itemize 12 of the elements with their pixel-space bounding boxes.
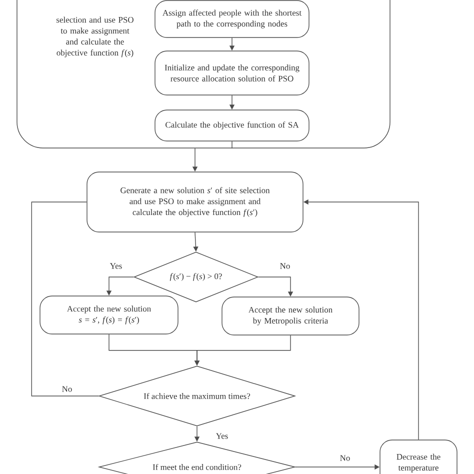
process-box: Assign affected people with the shortest path to the corresponding nodes [154,0,310,38]
process-box: Calculate the objective function of SA [154,110,310,142]
process-box: Decrease the temperature [380,440,458,474]
edge-label: Yes [110,263,122,269]
edge-label: No [62,386,72,392]
process-box: Accept the new solution by Metropolis criteria [222,296,360,336]
process-box: Generate a new solution s′ of site selection and use PSO to make assignment and calculate the objective function f(s′) [86,172,304,232]
edge-label: No [280,263,290,269]
edge-label: Yes [216,433,228,439]
process-box: Initialize and update the corresponding resource allocation solution of PSO [154,50,310,96]
process-box: Accept the new solution s = s′, f(s) = f(s′) [40,296,178,334]
edge-label: No [340,455,350,461]
